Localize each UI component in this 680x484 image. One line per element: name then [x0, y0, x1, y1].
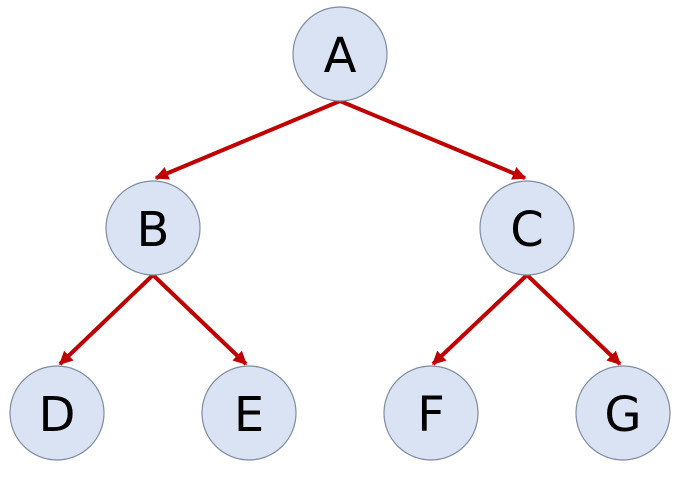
- node-b-label: B: [137, 202, 170, 258]
- node-b-circle: [105, 180, 201, 276]
- node-c: C: [479, 180, 575, 276]
- edges-layer: [58, 99, 622, 366]
- edge-b-e: [151, 273, 248, 366]
- node-a: A: [292, 6, 388, 102]
- node-g-circle: [575, 365, 671, 461]
- node-a-label: A: [324, 28, 357, 84]
- node-d-label: D: [39, 387, 76, 443]
- node-g: G: [575, 365, 671, 461]
- node-e: E: [201, 365, 297, 461]
- node-c-label: C: [510, 202, 544, 258]
- node-c-circle: [479, 180, 575, 276]
- edge-c-g: [525, 273, 622, 366]
- node-d: D: [9, 365, 105, 461]
- node-f-circle: [383, 365, 479, 461]
- node-a-circle: [292, 6, 388, 102]
- edge-b-d: [58, 273, 155, 366]
- node-f: F: [383, 365, 479, 461]
- node-e-circle: [201, 365, 297, 461]
- edge-c-f: [431, 273, 529, 366]
- node-d-circle: [9, 365, 105, 461]
- edge-a-b: [154, 99, 341, 180]
- node-g-label: G: [604, 387, 641, 443]
- edge-a-c: [339, 99, 527, 180]
- nodes-layer: A B C D E F G: [9, 6, 671, 461]
- node-e-label: E: [234, 387, 264, 443]
- node-f-label: F: [417, 387, 445, 443]
- node-b: B: [105, 180, 201, 276]
